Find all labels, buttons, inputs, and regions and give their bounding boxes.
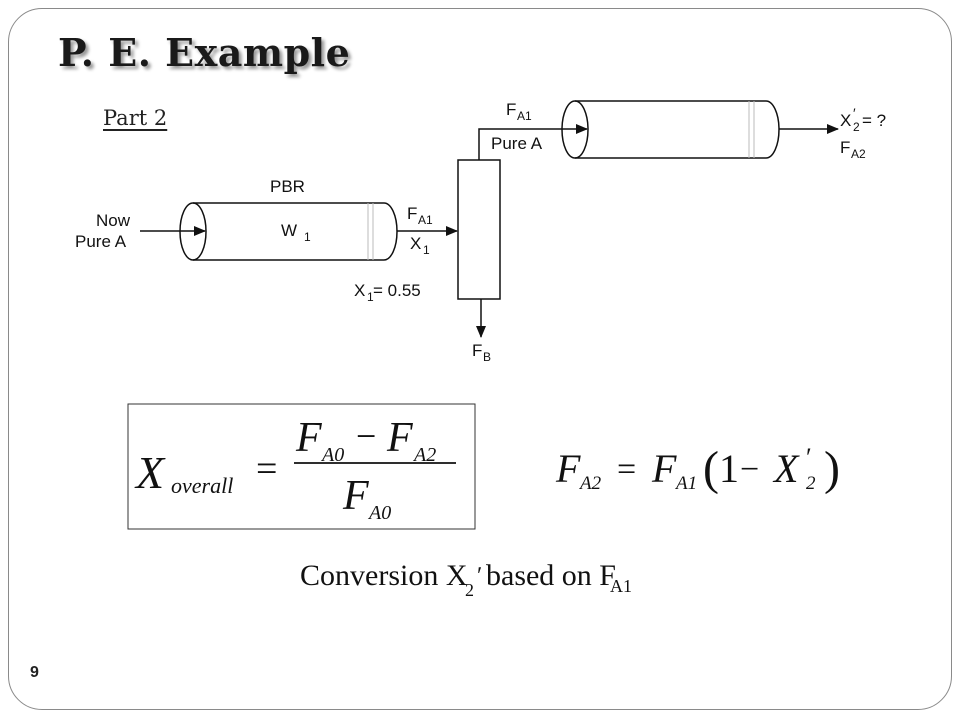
slide-frame	[8, 8, 952, 710]
eq-overall-num-f1: F	[295, 415, 322, 461]
x2-label-sub: 2	[853, 120, 860, 134]
inlet-label-pure-a: Pure A	[75, 232, 127, 251]
eq-fa2-equals: =	[617, 451, 636, 488]
slide-title: P. E. Example	[58, 30, 351, 75]
pbr-label: PBR	[270, 177, 305, 196]
eq-overall-equals: =	[256, 448, 277, 490]
overall-conversion-box	[127, 403, 476, 530]
reactor-2	[561, 100, 780, 159]
fa1-label-sub: A1	[418, 213, 433, 227]
x2-label-rest: = ?	[862, 111, 886, 130]
eq-fa2-x-sub: 2	[806, 473, 816, 494]
fb-label-sub: B	[483, 350, 491, 364]
eq-overall-lhs: X	[134, 447, 166, 498]
top-fa1-main: F	[506, 100, 516, 119]
x2-label-main: X	[840, 111, 851, 130]
eq-fa2-minus: −	[740, 451, 759, 488]
eq-fa2-lhs: F	[555, 446, 581, 491]
eq-overall-num-s2: A2	[412, 444, 436, 466]
x1-value-main: X	[354, 281, 365, 300]
eq-fa2-one: 1	[719, 446, 739, 491]
fa2-equation: F A2 = F A1 ( 1 − X ′ 2 )	[555, 442, 840, 495]
separator-column	[457, 159, 501, 300]
eq-overall-num-s1: A0	[320, 444, 344, 466]
top-fa1-sub: A1	[517, 109, 532, 123]
part-label: Part 2	[103, 106, 168, 130]
eq-fa2-paren-open: (	[703, 442, 719, 495]
overall-conversion-equation: X overall = F A0 − F A2 F A0	[134, 415, 456, 524]
pure-a-label: Pure A	[491, 134, 543, 153]
fa1-label-main: F	[407, 204, 417, 223]
fa2-label-main: F	[840, 138, 850, 157]
inlet-label-now: Now	[96, 211, 131, 230]
x1-value-sub: 1	[367, 290, 374, 304]
conversion-caption: Conversion X 2 ʹ based on F A1	[300, 559, 632, 600]
fb-label-main: F	[472, 341, 482, 360]
x1-label-sub: 1	[423, 243, 430, 257]
caption-text-1: Conversion X	[300, 559, 468, 592]
caption-glyph: ʹ	[477, 563, 482, 589]
x1-label-main: X	[410, 234, 421, 253]
eq-fa2-rhs: F	[651, 446, 677, 491]
w1-label-sub: 1	[304, 230, 311, 244]
eq-overall-lhs-sub: overall	[171, 473, 233, 498]
eq-overall-num-f2: F	[386, 415, 413, 461]
eq-fa2-rhs-sub: A1	[674, 473, 697, 494]
eq-fa2-paren-close: )	[824, 442, 840, 495]
caption-f-sub: A1	[610, 576, 632, 596]
page-number: 9	[30, 664, 39, 681]
eq-overall-den-s: A0	[367, 502, 391, 524]
eq-fa2-lhs-sub: A2	[578, 473, 602, 494]
caption-text-2: based on F	[486, 559, 616, 592]
fa2-label-sub: A2	[851, 147, 866, 161]
eq-overall-den-f: F	[342, 473, 369, 519]
stream-to-reactor-2	[478, 124, 588, 160]
eq-overall-minus: −	[356, 416, 376, 456]
eq-fa2-x: X	[772, 446, 800, 491]
x1-value-rest: = 0.55	[373, 281, 421, 300]
eq-fa2-x-prime: ′	[806, 443, 812, 472]
w1-label-main: W	[281, 221, 297, 240]
caption-x-sub: 2	[465, 580, 474, 600]
x2-label-prime: ′	[853, 105, 856, 121]
